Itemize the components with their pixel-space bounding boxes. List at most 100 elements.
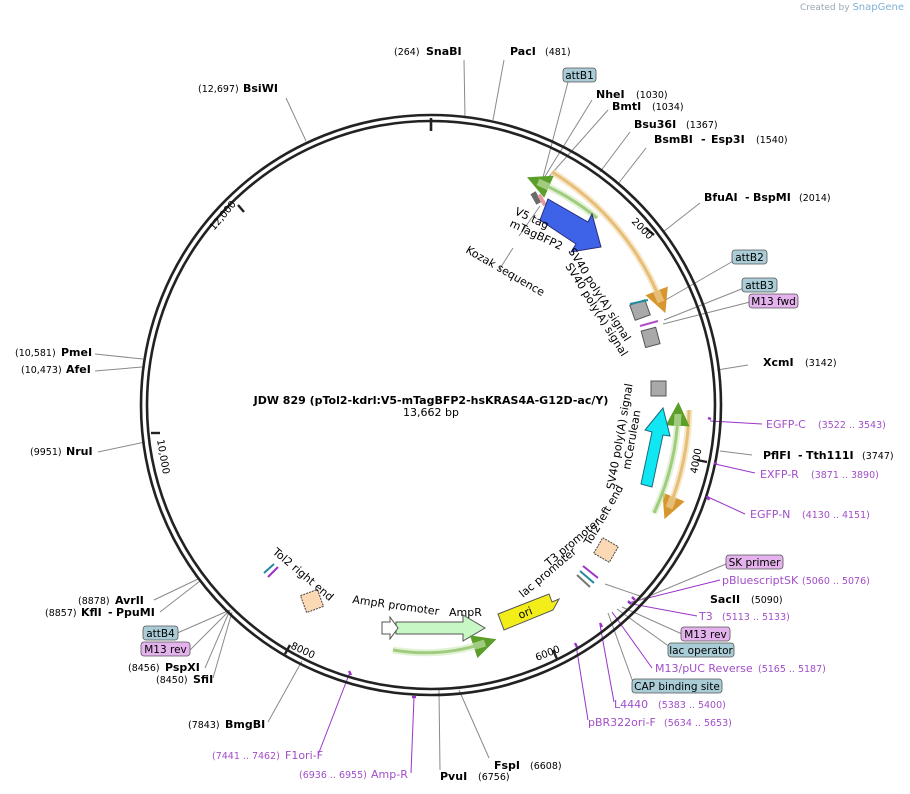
enzyme-pmei-name: PmeI	[61, 346, 92, 359]
scale-ticks	[151, 204, 708, 660]
primer-t3-pos: (5113 .. 5133)	[722, 612, 790, 623]
plasmid-length: 13,662 bp	[403, 406, 459, 419]
ampr-arrow	[395, 614, 486, 642]
box-m13fwd-text: M13 fwd	[751, 296, 796, 308]
backbone-outer-ring	[139, 113, 723, 697]
enzyme-bmgbi-name: BmgBI	[225, 718, 265, 731]
ampr-promoter-label: AmpR promoter	[352, 593, 441, 618]
enzyme-pflfi-name: PflFI	[763, 449, 791, 462]
box-attb3-text: attB3	[745, 280, 774, 292]
enzyme-pspxi-name: PspXI	[165, 661, 200, 674]
enzyme-fspi-pos: (6608)	[530, 761, 562, 772]
enzyme-kfli-dash: -	[108, 606, 113, 619]
enzyme-pflfi-pos: (3747)	[862, 451, 894, 462]
box-lac-operator-text: lac operator	[669, 645, 733, 657]
snapgene-logo-text: SnapGene	[852, 2, 904, 13]
box-m13rev-right-text: M13 rev	[684, 629, 727, 641]
ampr-label: AmpR	[449, 606, 482, 619]
tick-label-6000: 6000	[534, 644, 562, 664]
enzyme-leaders	[94, 59, 753, 771]
box-m13rev-left-text: M13 rev	[144, 644, 187, 656]
primer-exfp-r-name: EXFP-R	[760, 468, 799, 481]
enzyme-bsu36i-pos: (1367)	[686, 120, 718, 131]
box-m13rev-right: M13 rev	[680, 626, 731, 642]
enzyme-bfuai-name: BfuAI	[704, 191, 738, 204]
enzyme-esp3i-name: Esp3I	[711, 133, 745, 146]
box-attb1: attB1	[562, 67, 597, 83]
enzyme-pspxi-pos: (8456)	[128, 663, 160, 674]
ori-label: ori	[516, 604, 534, 621]
primer-l4440-pos: (5383 .. 5400)	[658, 700, 726, 711]
enzyme-xcmi-name: XcmI	[763, 356, 794, 369]
primer-l4440-name: L4440	[614, 698, 648, 711]
enzyme-tth111i-name: Tth111I	[806, 449, 854, 462]
enzyme-pmei-pos: (10,581)	[15, 348, 56, 359]
primer-egfp-c-pos: (3522 .. 3543)	[818, 420, 886, 431]
sv40-label-1: SV40 poly(A) signal	[565, 246, 633, 344]
primer-ticks	[347, 416, 718, 699]
primer-pbr322ori-pos: (5634 .. 5653)	[664, 718, 732, 729]
enzyme-bsiwi-name: BsiWI	[243, 82, 278, 95]
enzyme-avrii-pos: (8878)	[78, 596, 110, 607]
primer-egfp-n-pos: (4130 .. 4151)	[802, 510, 870, 521]
enzyme-bsiwi-pos: (12,697)	[198, 84, 239, 95]
primer-m13puc-name: M13/pUC Reverse	[655, 662, 753, 675]
box-attb2-text: attB2	[735, 252, 764, 264]
enzyme-kfli-pos: (8857)	[45, 608, 77, 619]
box-sk-primer: SK primer	[725, 554, 784, 570]
box-sk-primer-text: SK primer	[729, 557, 781, 569]
primer-pbluescriptsk-pos: (5060 .. 5076)	[802, 576, 870, 587]
enzyme-nrui-pos: (9951)	[30, 447, 62, 458]
lac-promoter-label: lac promoter	[517, 545, 580, 601]
enzyme-snabi-name: SnaBI	[426, 45, 462, 58]
tol2-left-end-block	[593, 537, 619, 563]
created-by-text: Created by	[800, 3, 850, 13]
enzyme-pflfi-dash: -	[798, 449, 803, 462]
box-m13fwd: M13 fwd	[748, 293, 799, 309]
tick-label-2000: 2000	[629, 216, 655, 242]
primer-egfp-n-name: EGFP-N	[750, 508, 790, 521]
enzyme-paci-pos: (481)	[545, 47, 571, 58]
primer-f1ori-pos: (7441 .. 7462)	[212, 751, 280, 762]
box-attb4-text: attB4	[146, 628, 175, 640]
enzyme-pvui-pos: (6756)	[478, 772, 510, 783]
primer-t3-name: T3	[698, 610, 713, 623]
kozak-label: Kozak sequence	[464, 243, 548, 299]
ampr-promoter-arrow	[381, 615, 399, 641]
enzyme-nhei-name: NheI	[596, 88, 625, 101]
sv40-block-3	[650, 380, 667, 397]
box-attb3: attB3	[741, 277, 778, 293]
enzyme-sacii-name: SacII	[710, 593, 740, 606]
enzyme-bfuai-pos: (2014)	[799, 193, 831, 204]
enzyme-bsmbi-alt: -	[701, 133, 706, 146]
tol2-right-label: Tol2 right end	[269, 545, 336, 604]
primer-ampr-pos: (6936 .. 6955)	[299, 770, 367, 781]
enzyme-bspmi-name: BspMI	[753, 191, 791, 204]
primer-m13puc-pos: (5165 .. 5187)	[758, 664, 826, 675]
enzyme-bmti-pos: (1034)	[652, 102, 684, 113]
ori-arrow	[497, 593, 561, 631]
enzyme-fspi-name: FspI	[494, 759, 520, 772]
primer-f1ori-name: F1ori-F	[285, 749, 323, 762]
enzyme-nhei-pos: (1030)	[636, 90, 668, 101]
tol2-right-end-block	[299, 588, 325, 614]
enzyme-pvui-name: PvuI	[440, 770, 467, 783]
enzyme-bsmbi-name: BsmBI	[654, 133, 693, 146]
enzyme-bsu36i-name: Bsu36I	[634, 118, 676, 131]
primer-egfp-c-name: EGFP-C	[766, 418, 806, 431]
mcerulean-arrow	[640, 406, 671, 488]
kozak-block	[537, 193, 547, 207]
enzyme-xcmi-pos: (3142)	[805, 358, 837, 369]
enzyme-afei-pos: (10,473)	[21, 365, 62, 376]
tick-label-10000: 10,000	[154, 439, 171, 475]
sv40-block-2	[640, 326, 661, 349]
box-cap-site: CAP binding site	[631, 678, 723, 694]
enzyme-bmti-name: BmtI	[612, 100, 641, 113]
v5-tag-block	[530, 191, 542, 205]
primer-leaders	[317, 420, 763, 774]
primer-pbr322ori-name: pBR322ori-F	[588, 716, 656, 729]
primer-exfp-r-pos: (3871 .. 3890)	[811, 470, 879, 481]
plasmid-title: JDW 829 (pTol2-kdrl:V5-mTagBFP2-hsKRAS4A…	[253, 394, 609, 407]
primer-ampr-name: Amp-R	[371, 768, 408, 781]
